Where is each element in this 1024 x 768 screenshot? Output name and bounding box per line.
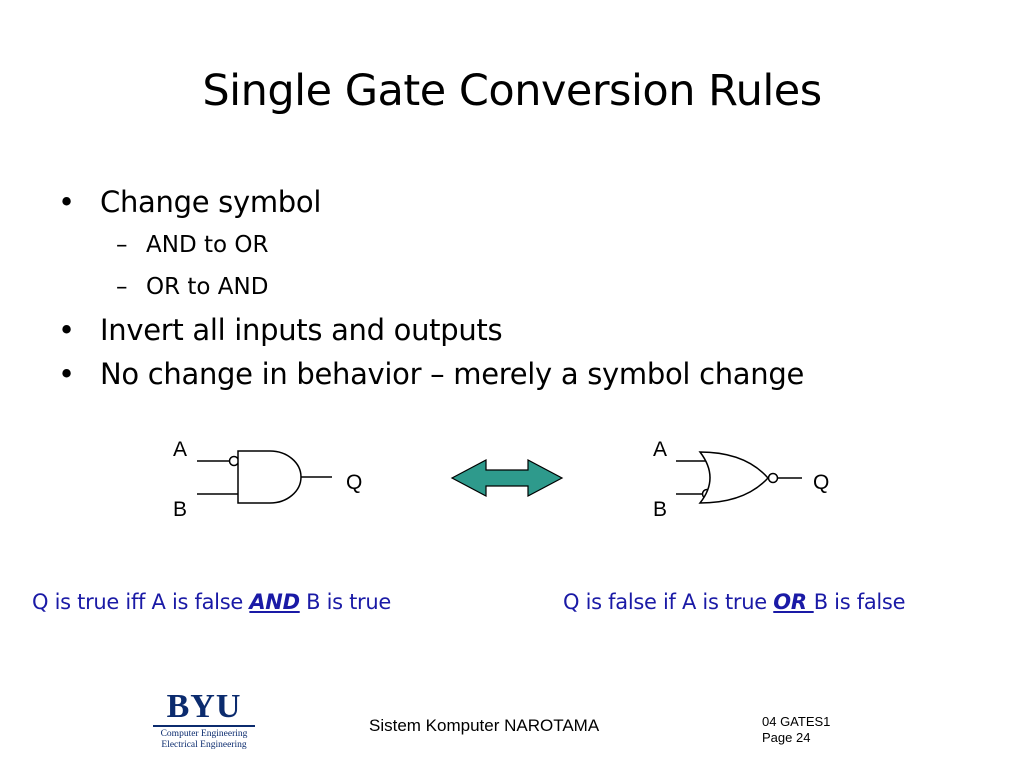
bullet-item: • Invert all inputs and outputs bbox=[58, 308, 804, 352]
left-input-a-bubble bbox=[228, 455, 240, 467]
left-label-a: A bbox=[173, 438, 188, 461]
right-caption-post: B is false bbox=[813, 590, 906, 614]
right-label-b: B bbox=[653, 498, 668, 521]
logo-line-2: Electrical Engineering bbox=[161, 740, 247, 750]
bullet-text: Invert all inputs and outputs bbox=[100, 313, 503, 347]
right-caption: Q is false if A is true OR B is false bbox=[563, 590, 906, 614]
bullet-text: No change in behavior – merely a symbol … bbox=[100, 357, 804, 391]
double-arrow-icon bbox=[450, 459, 564, 497]
right-or-gate bbox=[676, 451, 802, 504]
right-caption-pre: Q is false if A is true bbox=[563, 590, 774, 614]
bullet-marker: • bbox=[58, 185, 75, 219]
logo-divider bbox=[153, 725, 255, 727]
left-caption-keyword: AND bbox=[249, 590, 300, 614]
right-or-body bbox=[698, 451, 770, 504]
bullet-list: • Change symbol – AND to OR – OR to AND … bbox=[58, 180, 804, 396]
bullet-item: • Change symbol bbox=[58, 180, 804, 224]
left-caption: Q is true iff A is false AND B is true bbox=[32, 590, 391, 614]
right-label-a: A bbox=[653, 438, 668, 461]
logo-line-1: Computer Engineering bbox=[160, 729, 248, 739]
footer-page-number: Page 24 bbox=[762, 730, 811, 745]
left-label-q: Q bbox=[346, 471, 363, 494]
sub-bullet-marker: – bbox=[116, 232, 128, 258]
slide-title: Single Gate Conversion Rules bbox=[202, 66, 822, 116]
bullet-marker: • bbox=[58, 313, 75, 347]
left-caption-pre: Q is true iff A is false bbox=[32, 590, 250, 614]
footer-center-text: Sistem Komputer NAROTAMA bbox=[369, 716, 600, 735]
byu-logo: BYU Computer Engineering Electrical Engi… bbox=[153, 690, 255, 752]
sub-bullet-marker: – bbox=[116, 274, 128, 300]
sub-bullet-item: – OR to AND bbox=[58, 266, 804, 308]
right-caption-keyword: OR bbox=[773, 590, 814, 614]
left-and-gate bbox=[197, 450, 332, 504]
footer-page-info: 04 GATES1 Page 24 bbox=[762, 714, 830, 746]
sub-bullet-item: – AND to OR bbox=[58, 224, 804, 266]
left-caption-post: B is true bbox=[299, 590, 392, 614]
bullet-item: • No change in behavior – merely a symbo… bbox=[58, 352, 804, 396]
footer-section: 04 GATES1 bbox=[762, 714, 831, 729]
bullet-text: Change symbol bbox=[100, 185, 322, 219]
left-label-b: B bbox=[173, 498, 188, 521]
left-and-body bbox=[237, 450, 302, 504]
sub-bullet-text: AND to OR bbox=[146, 232, 269, 258]
bullet-marker: • bbox=[58, 357, 75, 391]
logo-mark: BYU bbox=[166, 688, 242, 725]
right-label-q: Q bbox=[813, 471, 830, 494]
sub-bullet-text: OR to AND bbox=[146, 274, 269, 300]
right-output-bubble bbox=[767, 472, 779, 484]
